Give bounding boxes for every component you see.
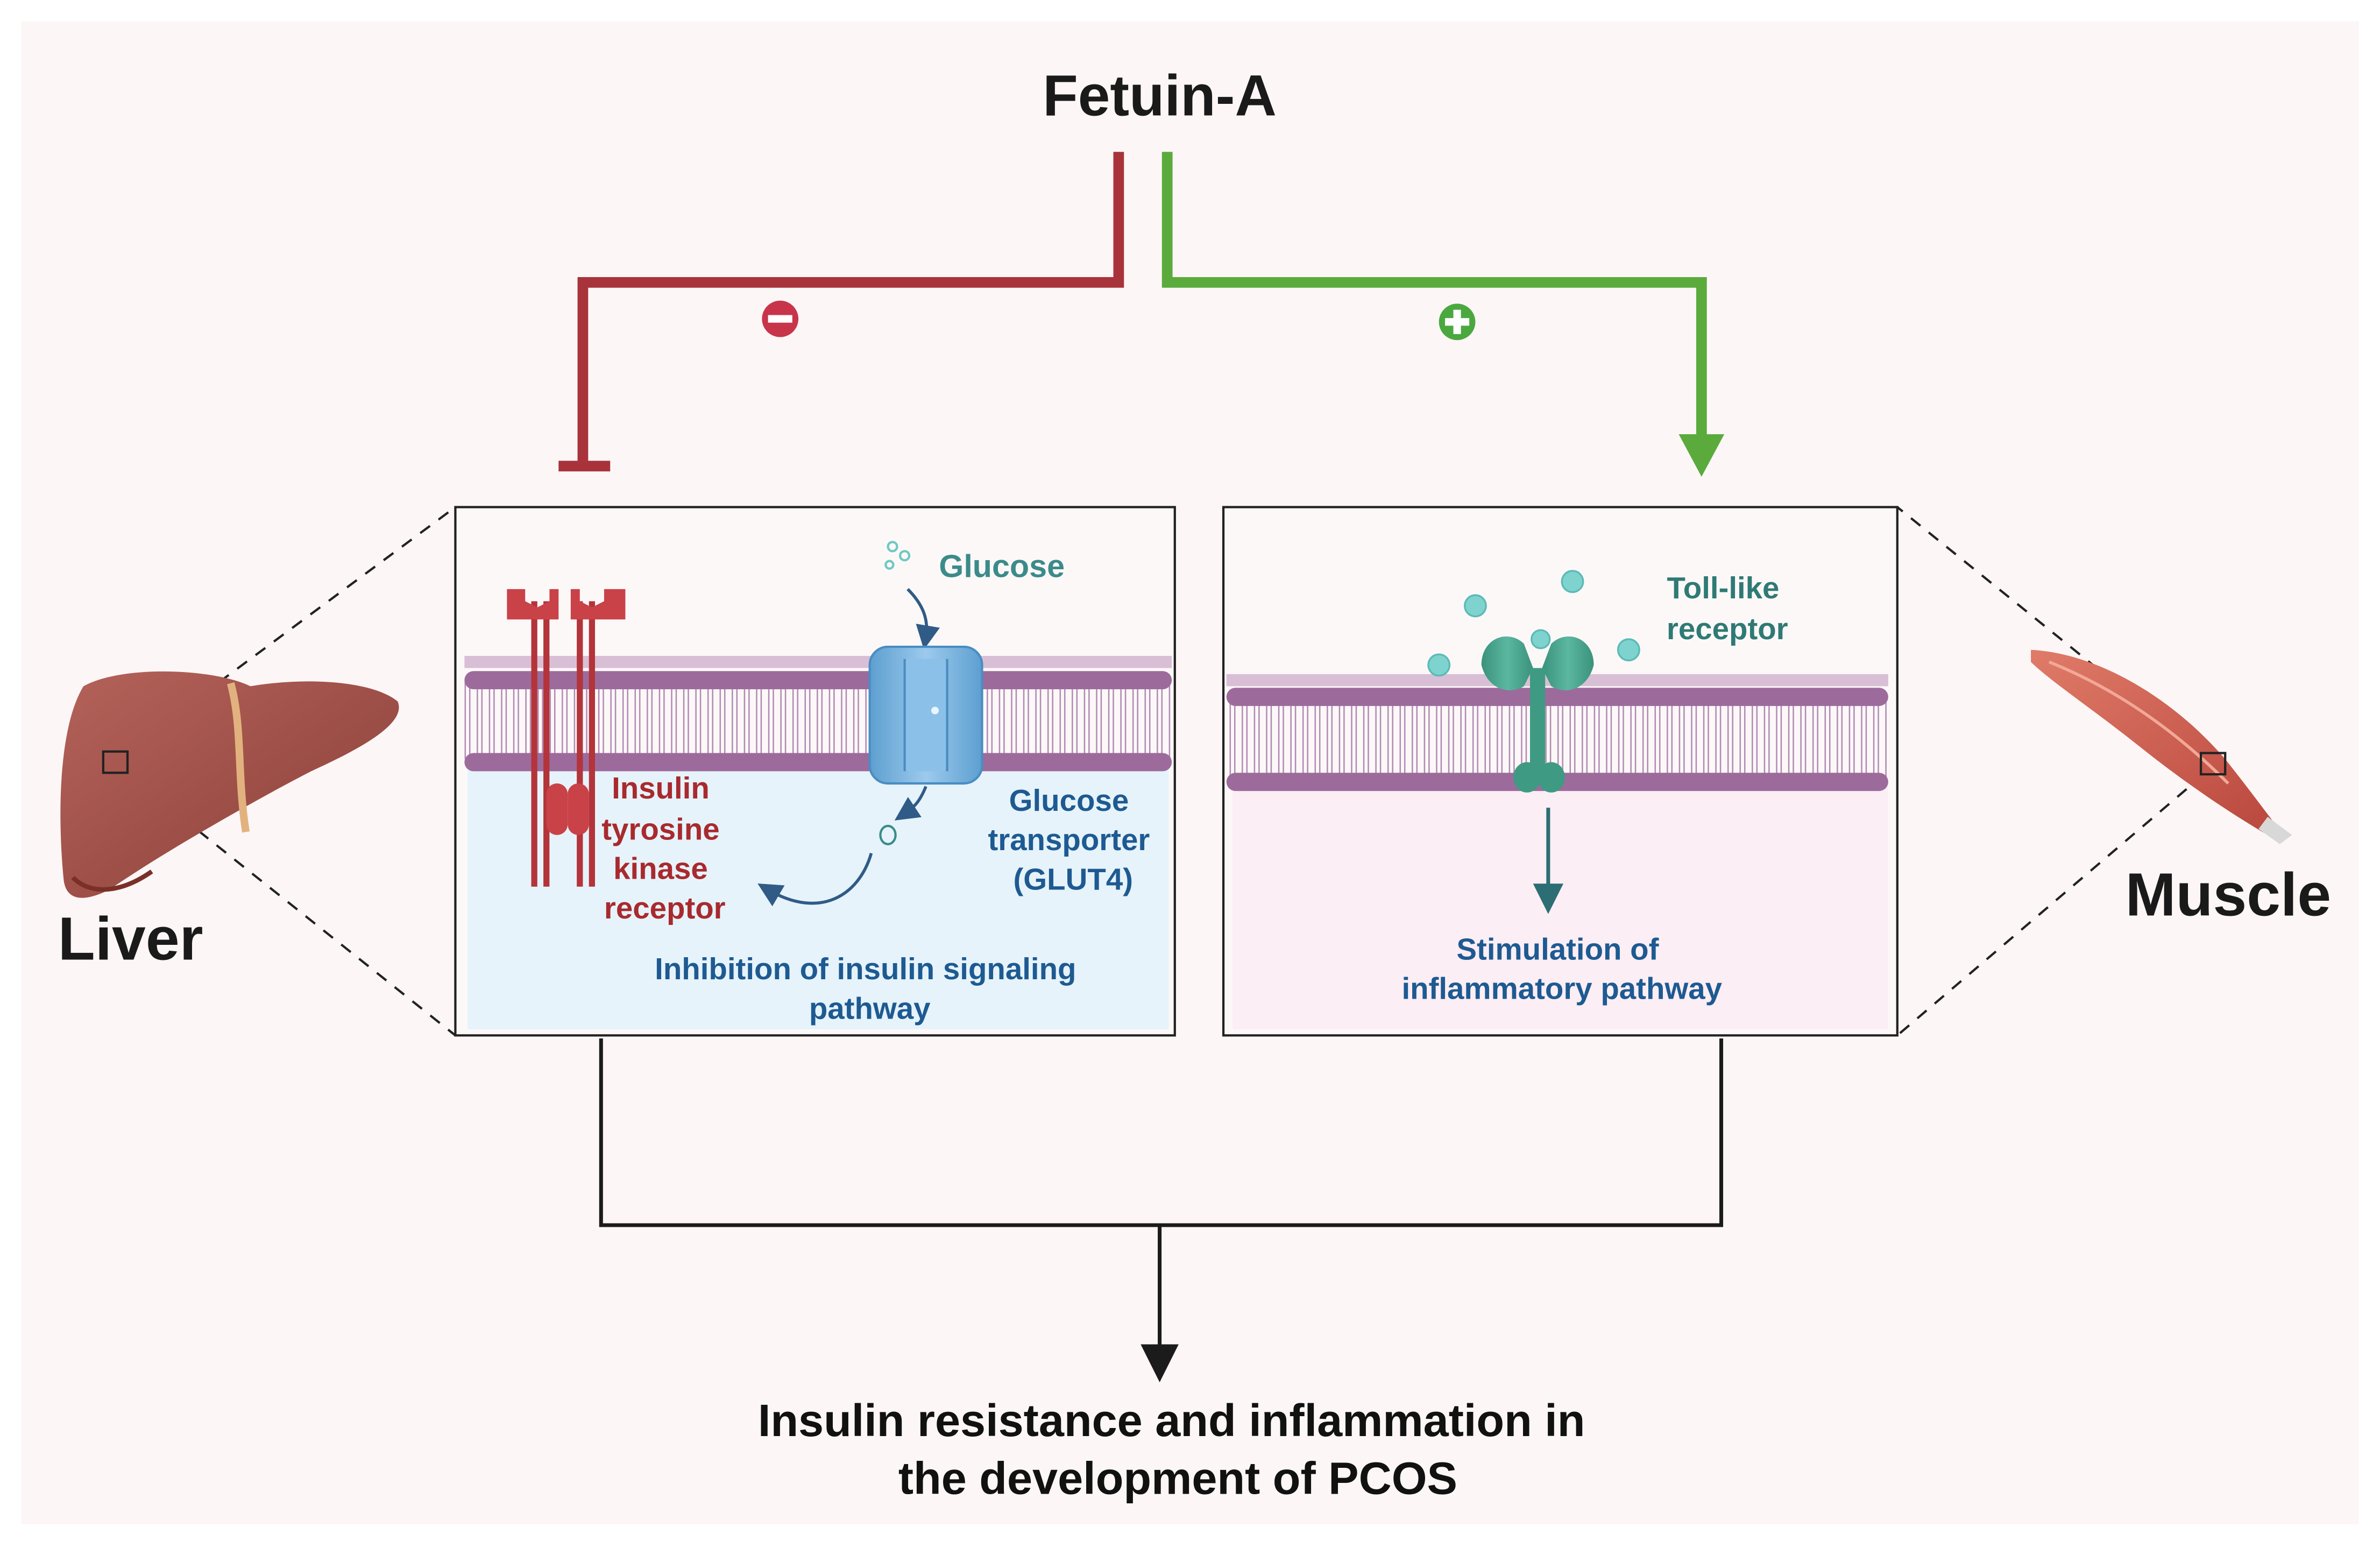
liver-illustration — [60, 671, 399, 898]
toll-receptor-label-line1: Toll-like — [1667, 571, 1779, 605]
minus-symbol — [762, 300, 799, 337]
insulin-receptor-label-line1: Insulin — [612, 771, 710, 805]
glucose-particles — [884, 541, 911, 570]
outcome-label: Insulin resistance and inflammation in t… — [758, 1395, 1598, 1503]
muscle-label: Muscle — [2126, 860, 2332, 928]
glut4-label-line2: transporter — [988, 823, 1150, 857]
muscle-zoom-lines — [1896, 506, 2205, 1036]
insulin-receptor-label-line2: tyrosine — [601, 812, 719, 846]
insulin-pathway-label-line1: Inhibition of insulin signaling — [655, 952, 1076, 986]
outcome-label-line2: the development of PCOS — [898, 1452, 1457, 1503]
glucose-exit-arrow — [894, 786, 927, 821]
intracellular-glucose — [879, 824, 897, 845]
stimulation-path — [1161, 152, 1707, 437]
title: Fetuin-A — [1043, 63, 1277, 128]
figure-panel-background — [21, 21, 2359, 1524]
insulin-receptor — [507, 589, 626, 887]
outcome-label-line1: Insulin resistance and inflammation in — [758, 1395, 1585, 1446]
inflammatory-pathway-label-line1: Stimulation of — [1456, 932, 1659, 966]
stimulation-arrowhead — [1678, 434, 1725, 477]
glut4-label: Glucose transporter (GLUT4) — [988, 783, 1158, 896]
inflammatory-pathway-label: Stimulation of inflammatory pathway — [1401, 932, 1722, 1005]
insulin-receptor-label: Insulin tyrosine kinase receptor — [601, 771, 728, 925]
insulin-receptor-label-line4: receptor — [604, 891, 726, 925]
glucose-label: Glucose — [939, 548, 1065, 584]
muscle-cell-panel: Toll-like receptor Stimulation of inflam… — [1222, 506, 1899, 1037]
glucose-entry-arrow — [906, 588, 940, 650]
toll-like-receptor — [1481, 636, 1594, 793]
glut4-label-line1: Glucose — [1009, 783, 1129, 817]
toll-receptor-label: Toll-like receptor — [1667, 571, 1788, 646]
ligand-particles — [1427, 570, 1640, 677]
muscle-illustration — [2031, 649, 2292, 844]
insulin-pathway-label: Inhibition of insulin signaling pathway — [655, 952, 1085, 1025]
signaling-curve-arrow — [757, 852, 873, 907]
liver-membrane — [464, 655, 1172, 772]
insulin-pathway-label-line2: pathway — [809, 991, 931, 1025]
glut4-transporter — [868, 645, 983, 785]
toll-receptor-label-line2: receptor — [1667, 612, 1788, 646]
liver-zoom-box — [102, 750, 129, 774]
muscle-zoom-box — [2199, 752, 2227, 776]
inflammatory-pathway-label-line2: inflammatory pathway — [1401, 972, 1722, 1006]
liver-cell-panel: Insulin tyrosine kinase receptor Glucose… — [454, 506, 1176, 1037]
glut4-label-line3: (GLUT4) — [1014, 862, 1133, 896]
plus-symbol — [1439, 303, 1476, 341]
liver-label: Liver — [58, 904, 203, 972]
inhibition-path — [577, 152, 1124, 465]
insulin-receptor-label-line3: kinase — [613, 852, 708, 886]
